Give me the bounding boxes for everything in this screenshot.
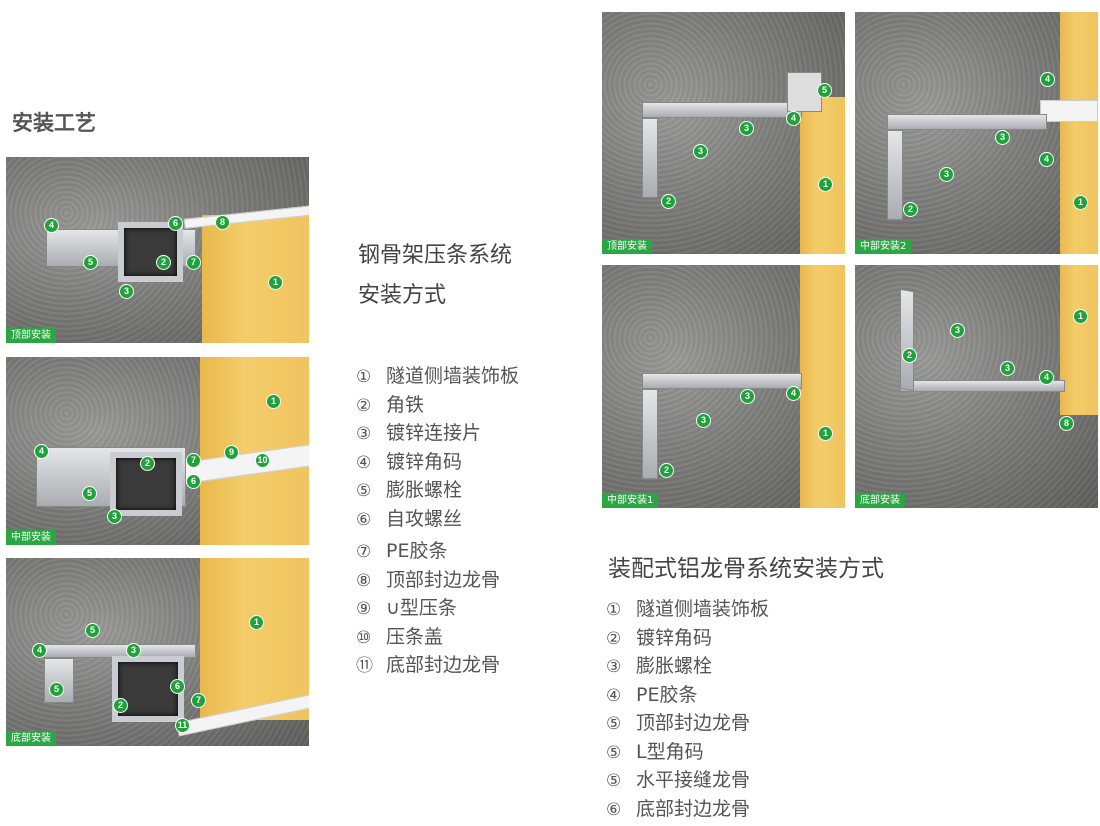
marker: 4 bbox=[44, 218, 59, 233]
photo-label: 中部安装 bbox=[6, 530, 56, 545]
marker: 3 bbox=[693, 144, 708, 159]
marker: 3 bbox=[939, 167, 954, 182]
marker: 2 bbox=[903, 202, 918, 217]
marker: 4 bbox=[786, 111, 801, 126]
marker: 5 bbox=[817, 83, 832, 98]
legend-item: ⑨∪型压条 bbox=[356, 597, 457, 619]
marker: 5 bbox=[85, 623, 100, 638]
marker: 3 bbox=[740, 389, 755, 404]
marker: 2 bbox=[902, 348, 917, 363]
marker: 4 bbox=[1039, 152, 1054, 167]
marker: 5 bbox=[49, 682, 64, 697]
photo-alu-bottom: 1 3 2 3 4 8 底部安装 bbox=[855, 265, 1098, 508]
marker: 4 bbox=[786, 386, 801, 401]
photo-label: 底部安装 bbox=[6, 731, 56, 746]
marker: 3 bbox=[739, 121, 754, 136]
marker: 6 bbox=[170, 679, 185, 694]
marker: 1 bbox=[1073, 195, 1088, 210]
marker: 6 bbox=[168, 216, 183, 231]
photo-label: 顶部安装 bbox=[602, 239, 652, 254]
marker: 1 bbox=[249, 615, 264, 630]
marker: 5 bbox=[82, 486, 97, 501]
marker: 3 bbox=[107, 509, 122, 524]
photo-alu-middle1: 4 3 3 1 2 中部安装1 bbox=[602, 265, 845, 508]
steel-system-title: 钢骨架压条系统 安装方式 bbox=[358, 236, 512, 316]
photo-label: 顶部安装 bbox=[6, 328, 56, 343]
photo-label: 中部安装1 bbox=[602, 493, 659, 508]
marker: 3 bbox=[1000, 361, 1015, 376]
decorative-panel bbox=[202, 215, 309, 343]
photo-alu-top: 5 4 3 3 1 2 顶部安装 bbox=[602, 12, 845, 254]
photo-steel-bottom: 1 5 4 3 5 6 2 7 11 底部安装 bbox=[6, 558, 309, 746]
marker: 7 bbox=[186, 255, 201, 270]
photo-alu-middle2: 4 3 4 3 1 2 中部安装2 bbox=[855, 12, 1098, 254]
marker: 1 bbox=[1073, 309, 1088, 324]
marker: 2 bbox=[659, 463, 674, 478]
marker: 5 bbox=[83, 255, 98, 270]
aluminum-system-title: 装配式铝龙骨系统安装方式 bbox=[608, 556, 884, 582]
marker: 3 bbox=[696, 413, 711, 428]
steel-title-line1: 钢骨架压条系统 bbox=[358, 243, 513, 268]
marker: 1 bbox=[818, 177, 833, 192]
photo-label: 底部安装 bbox=[855, 493, 905, 508]
marker: 6 bbox=[186, 474, 201, 489]
marker: 4 bbox=[1039, 370, 1054, 385]
marker: 2 bbox=[113, 698, 128, 713]
marker: 7 bbox=[191, 693, 206, 708]
marker: 7 bbox=[186, 453, 201, 468]
marker: 4 bbox=[32, 643, 47, 658]
steel-title-line2: 安装方式 bbox=[358, 283, 447, 308]
marker: 11 bbox=[175, 718, 190, 733]
marker: 3 bbox=[950, 323, 965, 338]
marker: 3 bbox=[995, 130, 1010, 145]
marker: 3 bbox=[119, 284, 134, 299]
marker: 10 bbox=[255, 453, 270, 468]
marker: 1 bbox=[266, 394, 281, 409]
marker: 1 bbox=[818, 426, 833, 441]
marker: 4 bbox=[34, 444, 49, 459]
marker: 2 bbox=[140, 456, 155, 471]
photo-steel-top: 4 6 8 2 7 5 3 1 顶部安装 bbox=[6, 157, 309, 343]
photo-steel-middle: 1 4 2 7 9 10 6 5 3 中部安装 bbox=[6, 357, 309, 545]
marker: 1 bbox=[268, 275, 283, 290]
marker: 9 bbox=[224, 445, 239, 460]
photo-label: 中部安装2 bbox=[855, 239, 912, 254]
marker: 8 bbox=[1059, 416, 1074, 431]
marker: 2 bbox=[156, 255, 171, 270]
marker: 2 bbox=[661, 194, 676, 209]
marker: 8 bbox=[215, 215, 230, 230]
section-title: 安装工艺 bbox=[12, 111, 96, 135]
marker: 3 bbox=[126, 643, 141, 658]
marker: 4 bbox=[1040, 72, 1055, 87]
